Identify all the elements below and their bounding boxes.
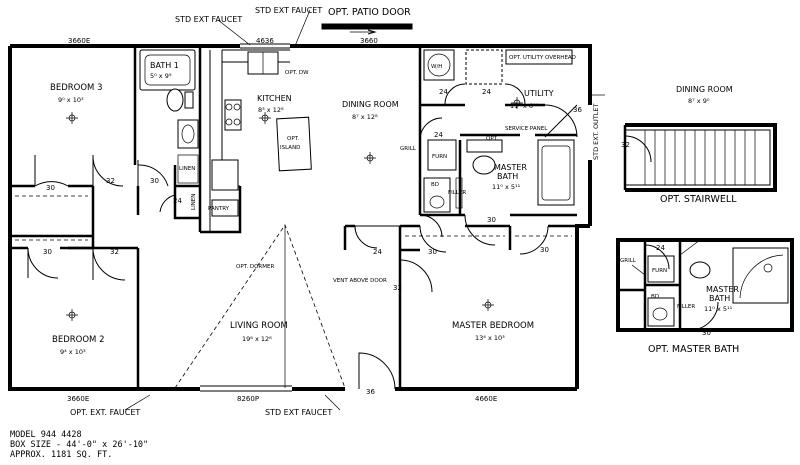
alt-master-bath-name2: BATH <box>709 294 730 303</box>
opt-ext-faucet-bottom: OPT. EXT. FAUCET <box>70 408 140 417</box>
door-size: 24 <box>373 248 382 256</box>
door-swings <box>27 83 578 390</box>
master-bath-size: 11⁰ x 5¹¹ <box>492 183 521 191</box>
master-bath-name2: BATH <box>497 172 518 181</box>
door-size: 30 <box>487 216 496 224</box>
dining-name: DINING ROOM <box>342 100 399 109</box>
living-dormer <box>174 224 346 389</box>
alt-master-bath-name: MASTER <box>706 285 739 294</box>
pantry-label: PANTRY <box>208 206 230 212</box>
bedroom2-name: BEDROOM 2 <box>52 335 104 345</box>
sqft-line: APPROX. 1181 SQ. FT. <box>10 450 113 460</box>
kitchen-fixtures <box>211 51 312 217</box>
bedroom3-size: 9⁰ x 10³ <box>58 96 84 104</box>
room-labels: BEDROOM 3 9⁰ x 10³ BATH 1 5⁰ x 9⁹ KITCHE… <box>50 61 739 356</box>
grill-label: GRILL <box>400 146 417 152</box>
bath1-fixtures <box>139 49 199 184</box>
alt-dining-name: DINING ROOM <box>676 85 733 94</box>
bedroom3-name: BEDROOM 3 <box>50 83 102 93</box>
opt-patio-door-label: OPT. PATIO DOOR <box>328 7 411 18</box>
opt-master-bath-label: OPT. MASTER BATH <box>648 344 739 355</box>
closet-lines <box>15 195 572 241</box>
alt-bd-label: BD <box>651 294 659 300</box>
kitchen-size: 8³ x 12⁸ <box>258 106 284 114</box>
door-size: 32 <box>621 141 630 149</box>
opt-stairwell-label: OPT. STAIRWELL <box>660 194 737 205</box>
living-name: LIVING ROOM <box>230 321 288 331</box>
furn-label: FURN <box>432 154 447 160</box>
exterior-walls <box>8 43 592 392</box>
opt-dormer-label: OPT. DORMER <box>236 264 274 270</box>
opt-dw-label: OPT. DW <box>285 70 309 76</box>
door-size: 30 <box>46 184 55 192</box>
door-size: 24 <box>656 244 665 252</box>
alt-service-panel-label: SERVICE PANEL <box>705 238 748 244</box>
door-size: 36 <box>366 388 375 396</box>
alt-filler-label: FILLER <box>677 304 695 310</box>
filler-label: FILLER <box>448 190 466 196</box>
patio-door <box>321 23 413 35</box>
master-bedroom-size: 13⁴ x 10³ <box>475 334 505 342</box>
kitchen-name: KITCHEN <box>257 94 292 103</box>
utility-size: 11⁵ x 6¹⁰ <box>510 102 539 110</box>
utility-fixtures <box>423 49 575 213</box>
alt-furn-label: FURN <box>652 268 667 274</box>
std-ext-faucet-top-right: STD EXT FAUCET <box>255 6 322 15</box>
opt-island-label-1: OPT. <box>287 136 299 142</box>
bedroom2-size: 9⁴ x 10³ <box>60 348 86 356</box>
dining-size: 8⁷ x 12⁸ <box>352 113 378 121</box>
opt-stairwell-diagram <box>623 123 777 192</box>
door-size: 36 <box>573 106 582 114</box>
dim-bottom-left: 3660E <box>67 395 89 403</box>
box-size-line: BOX SIZE - 44'-0" x 26'-10" <box>10 440 149 450</box>
utility-name: UTILITY <box>524 89 554 98</box>
opt-small-label: OPT <box>486 136 498 142</box>
dim-top-mid: 4636 <box>256 37 274 45</box>
opt-utility-overhead-label: OPT. UTILITY OVERHEAD <box>509 55 576 61</box>
door-size: 30 <box>43 248 52 256</box>
opt-island-label-2: ISLAND <box>280 145 300 151</box>
bath1-size: 5⁰ x 9⁹ <box>150 72 172 80</box>
alt-master-bath-size: 11⁰ x 5¹¹ <box>704 305 733 313</box>
door-size: 24 <box>439 88 448 96</box>
plan-labels: STD EXT FAUCET STD EXT FAUCET OPT. PATIO… <box>67 6 748 417</box>
door-size-labels: 30 32 30 24 24 24 36 24 30 24 30 30 30 3… <box>43 88 711 396</box>
vent-above-door-label: VENT ABOVE DOOR <box>333 278 387 284</box>
door-size: 24 <box>482 88 491 96</box>
door-size: 32 <box>393 284 402 292</box>
wh-label: W/H <box>431 64 442 70</box>
opt-master-bath-diagram <box>616 238 794 332</box>
std-ext-faucet-bottom: STD EXT FAUCET <box>265 408 332 417</box>
dim-top-right: 3660 <box>360 37 378 45</box>
door-size: 30 <box>428 248 437 256</box>
bd-label: BD <box>431 182 439 188</box>
dim-bottom-right: 4660E <box>475 395 497 403</box>
std-ext-outlet-label: STD EXT. OUTLET <box>592 103 600 160</box>
std-ext-faucet-top-left: STD EXT FAUCET <box>175 15 242 24</box>
master-bedroom-name: MASTER BEDROOM <box>452 321 534 331</box>
leader-lines <box>124 9 605 411</box>
door-size: 30 <box>150 177 159 185</box>
door-size: 32 <box>106 177 115 185</box>
model-line: MODEL 944 4428 <box>10 430 82 440</box>
linen-lower-label: LINEN <box>191 194 197 210</box>
bath1-name: BATH 1 <box>150 61 179 70</box>
living-size: 19⁶ x 12⁸ <box>242 335 272 343</box>
alt-grill-label: GRILL <box>620 258 637 264</box>
door-size: 32 <box>110 248 119 256</box>
dim-top-left: 3660E <box>68 37 90 45</box>
interior-walls <box>10 46 577 389</box>
door-size: 24 <box>434 131 443 139</box>
ceiling-lights <box>66 97 523 321</box>
alt-dining-size: 8⁷ x 9⁰ <box>688 97 710 105</box>
linen-upper-label: LINEN <box>179 166 195 172</box>
door-size: 24 <box>173 197 182 205</box>
service-panel-label: SERVICE PANEL <box>505 126 548 132</box>
door-size: 30 <box>702 329 711 337</box>
model-notes: MODEL 944 4428 BOX SIZE - 44'-0" x 26'-1… <box>10 430 148 460</box>
dim-bottom-mid: 8260P <box>237 395 259 403</box>
door-size: 30 <box>540 246 549 254</box>
master-bath-name: MASTER <box>494 163 527 172</box>
